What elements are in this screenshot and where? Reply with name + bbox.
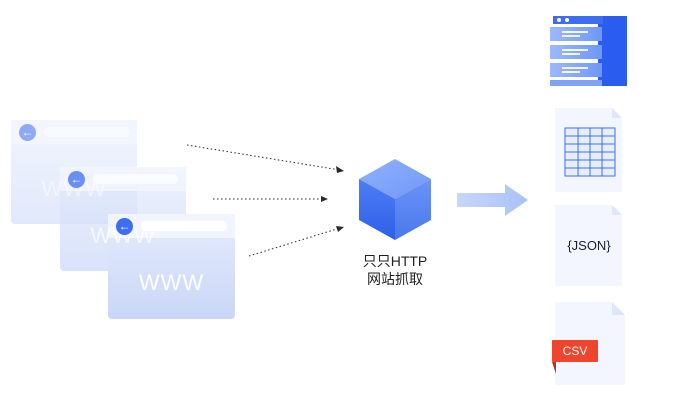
back-arrow-icon: ← (19, 124, 36, 141)
browser-window-front-content: ← WWW (108, 214, 235, 319)
processor-label-line2: 网站抓取 (367, 271, 423, 287)
dotted-arrow-1 (186, 144, 341, 171)
server-icon (550, 16, 627, 86)
csv-label: CSV (552, 340, 598, 362)
window-text: WWW (138, 270, 205, 295)
cube-icon (359, 159, 431, 240)
json-label: {JSON} (567, 238, 611, 253)
dotted-arrow-3 (248, 227, 341, 257)
arrowheads (321, 166, 344, 232)
json-document-icon (555, 205, 622, 286)
back-arrow-icon: ← (116, 218, 133, 235)
spreadsheet-document-icon (555, 108, 622, 192)
dotted-arrows (186, 144, 341, 257)
address-bar (93, 174, 178, 184)
address-bar (141, 221, 227, 231)
processor-label-line1: 只只HTTP (362, 253, 428, 269)
big-right-arrow-icon (457, 184, 528, 216)
back-arrow-icon: ← (68, 171, 85, 188)
address-bar (44, 127, 129, 137)
